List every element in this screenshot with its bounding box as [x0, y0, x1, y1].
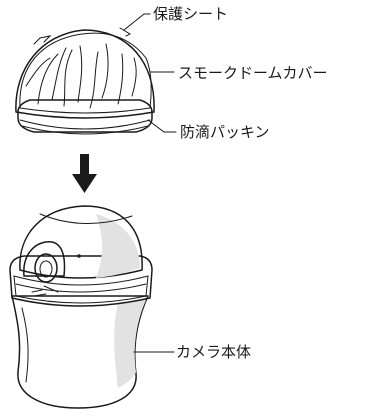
callout-line-protective-sheet — [123, 13, 151, 31]
packing-ring-groove-2 — [21, 125, 149, 135]
protective-sheet — [19, 32, 152, 114]
inner-dome — [19, 205, 143, 279]
camera-lens-inner — [39, 260, 53, 278]
waterproof-packing-ring — [17, 99, 153, 133]
sheet-wrinkle — [131, 57, 137, 97]
camera-body-rim-inner — [13, 275, 149, 304]
camera-body — [9, 205, 153, 409]
sheet-wrinkle — [117, 53, 124, 105]
label-smoke-dome-cover: スモークドームカバー — [178, 64, 328, 82]
camera-lens — [34, 253, 58, 283]
sensor-dot — [77, 254, 81, 258]
camera-body-shell — [11, 295, 149, 409]
callout-line-waterproof-packing — [147, 119, 177, 133]
smoke-dome-cover-assembly — [15, 27, 155, 135]
label-waterproof-packing: 防滴パッキン — [180, 123, 270, 141]
camera-body-rim — [9, 255, 153, 307]
smoke-dome — [15, 29, 155, 119]
sheet-wrinkle — [37, 53, 59, 105]
sheet-wrinkle — [89, 51, 99, 109]
label-protective-sheet: 保護シート — [153, 5, 228, 23]
camera-body-shading — [114, 300, 146, 388]
protective-sheet-edge — [33, 27, 132, 45]
sheet-wrinkle — [63, 49, 73, 107]
lens-base-marks — [31, 285, 59, 297]
inner-dome-seam — [39, 213, 133, 224]
sheet-wrinkle — [101, 43, 109, 99]
lens-housing — [23, 241, 66, 277]
sheet-wrinkle — [77, 45, 83, 103]
camera-body-left-highlight — [21, 307, 29, 383]
sheet-wrinkle — [51, 47, 67, 101]
packing-ring-groove — [19, 119, 151, 130]
down-arrow-icon — [72, 154, 97, 193]
inner-dome-shade — [96, 214, 140, 278]
label-camera-body: カメラ本体 — [176, 343, 251, 361]
rim-detail-line — [15, 283, 147, 293]
sheet-wrinkle — [25, 57, 51, 87]
